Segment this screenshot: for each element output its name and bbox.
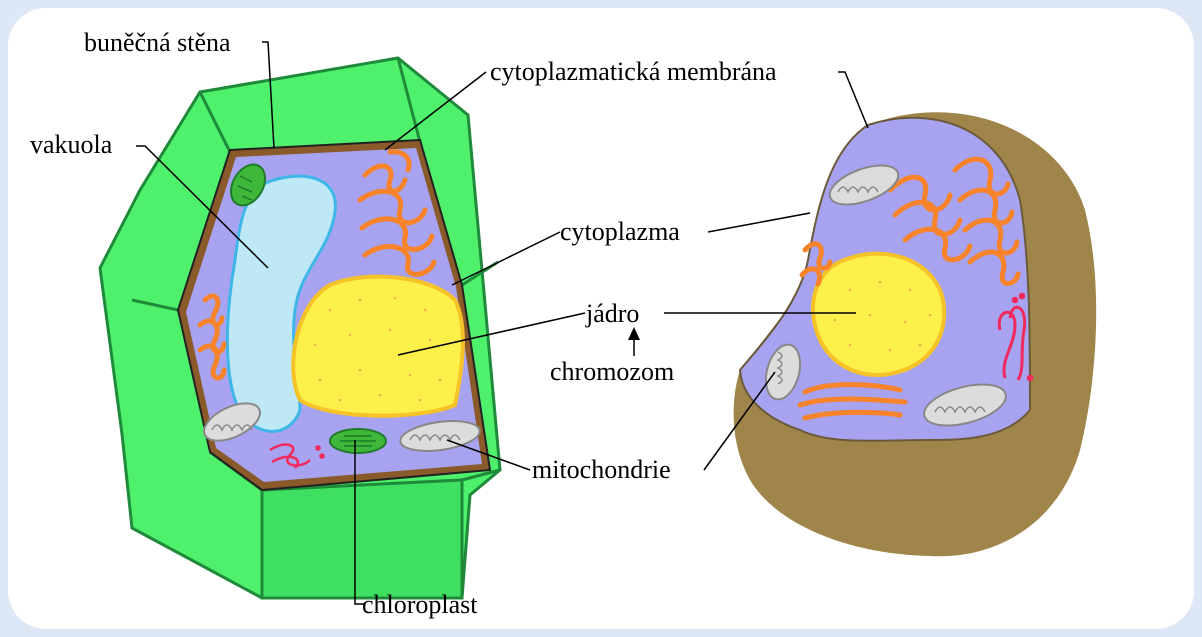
label-nucleus: jádro [585, 299, 639, 328]
plant-cell [100, 58, 500, 598]
label-chromosome: chromozom [550, 357, 674, 386]
label-mitochondria: mitochondrie [532, 455, 671, 484]
label-chloroplast: chloroplast [362, 590, 478, 619]
plant-chloroplast-bottom [330, 429, 386, 453]
chromosome-arrow-icon [628, 327, 640, 340]
label-cell-wall: buněčná stěna [84, 28, 231, 57]
label-vacuole: vakuola [30, 130, 113, 159]
animal-cell [734, 112, 1097, 556]
animal-nucleus [813, 254, 944, 375]
label-cytoplasm: cytoplazma [560, 217, 680, 246]
label-cytoplasmic-membrane: cytoplazmatická membrána [490, 57, 777, 86]
leader-membrane-animal [838, 72, 868, 128]
leader-cytoplasm-animal [708, 213, 810, 232]
